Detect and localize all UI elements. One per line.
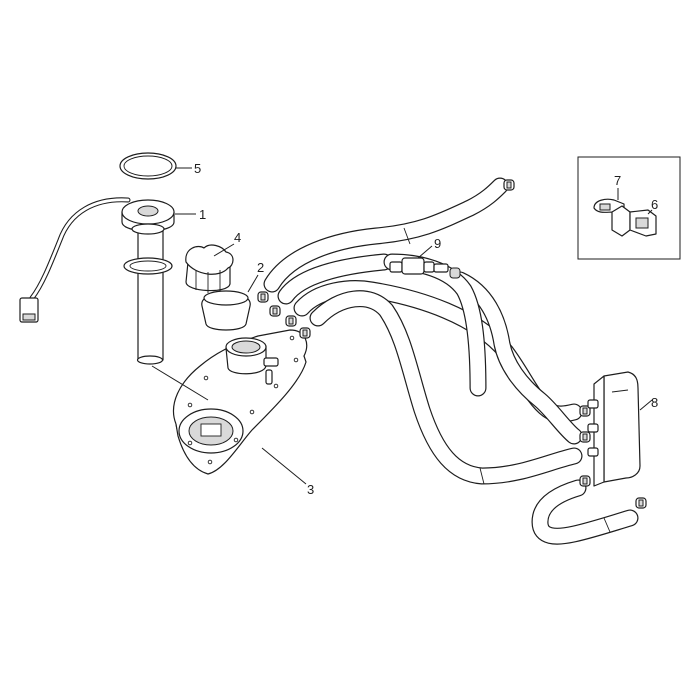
part-8-vapor-valve[interactable] bbox=[587, 371, 641, 487]
callout-3[interactable]: 3 bbox=[307, 482, 314, 497]
part-9-inline-fitting[interactable] bbox=[389, 257, 461, 279]
leader-6 bbox=[647, 209, 653, 215]
part-3-tank-flange-plate[interactable] bbox=[172, 329, 308, 475]
hose-clamps[interactable] bbox=[257, 179, 647, 509]
fuel-hoses[interactable] bbox=[263, 177, 639, 545]
part-1-fuel-level-sender[interactable] bbox=[19, 197, 175, 365]
leader-4 bbox=[213, 243, 235, 257]
leader-9 bbox=[417, 245, 433, 259]
leader-8 bbox=[639, 399, 653, 411]
callout-6[interactable]: 6 bbox=[651, 197, 658, 212]
leader-3 bbox=[261, 447, 307, 485]
callout-5[interactable]: 5 bbox=[194, 161, 201, 176]
callout-8[interactable]: 8 bbox=[651, 395, 658, 410]
part-6-bracket[interactable] bbox=[611, 205, 657, 237]
part-2-filler-neck[interactable] bbox=[201, 290, 251, 331]
leader-2 bbox=[247, 274, 259, 293]
assembly-guide-line bbox=[151, 365, 209, 401]
callout-4[interactable]: 4 bbox=[234, 230, 241, 245]
callout-1[interactable]: 1 bbox=[199, 207, 206, 222]
part-4-filler-cap[interactable] bbox=[185, 244, 234, 293]
callout-9[interactable]: 9 bbox=[434, 236, 441, 251]
callout-2[interactable]: 2 bbox=[257, 260, 264, 275]
callout-7[interactable]: 7 bbox=[614, 173, 621, 188]
part-5-cover-disc[interactable] bbox=[119, 152, 177, 180]
detail-inset-box bbox=[577, 156, 681, 260]
